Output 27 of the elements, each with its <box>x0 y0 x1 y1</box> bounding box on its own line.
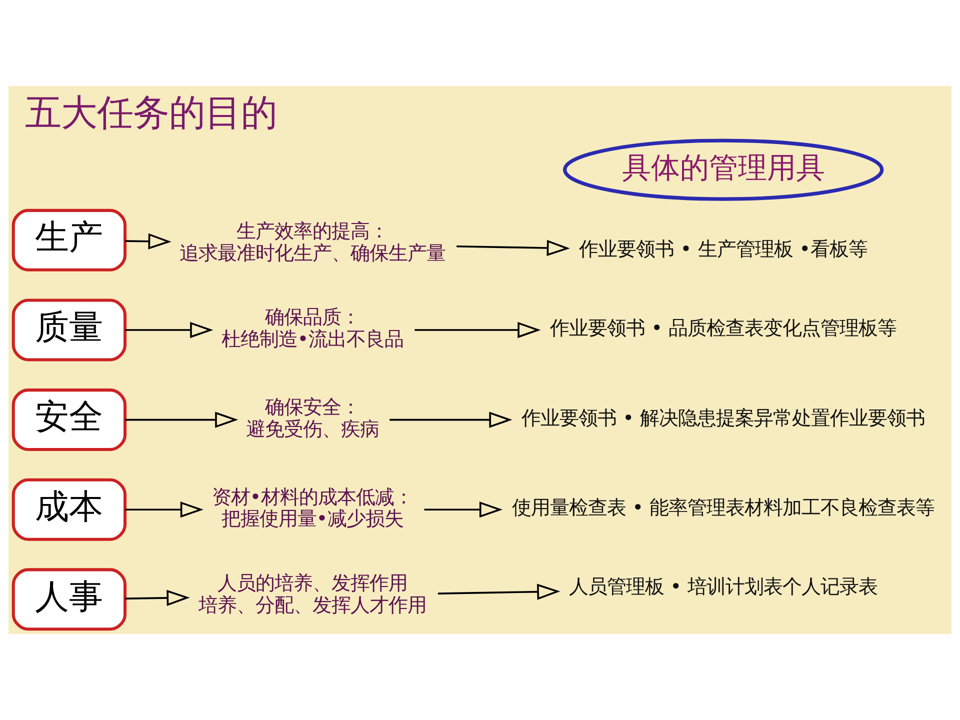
node-text: 作业要领书 • 解决隐患提案异常处置作业要领书 <box>521 406 926 430</box>
node-box: 生产 <box>12 208 127 272</box>
node-box: 质量 <box>12 298 127 362</box>
arrow <box>438 584 560 600</box>
node-text: 人员的培养、发挥作用 培养、分配、发挥人才作用 <box>198 571 427 616</box>
node-text: 生产效率的提高： 追求最准时化生产、确保生产量 <box>180 220 446 264</box>
node-box: 人事 <box>12 568 127 631</box>
arrow <box>125 590 190 606</box>
node-ellipse: 具体的管理用具 <box>562 138 884 201</box>
node-text: 使用量检查表 • 能率管理表材料加工不良检查表等 <box>512 496 935 520</box>
arrow <box>424 502 503 518</box>
arrow <box>456 240 570 256</box>
node-box: 成本 <box>12 478 127 541</box>
arrow <box>125 412 238 428</box>
arrow <box>125 502 204 518</box>
node-text: 确保安全： 避免受伤、疾病 <box>246 395 380 440</box>
arrow <box>125 322 214 338</box>
arrow <box>390 412 512 428</box>
diagram-title: 五大任务的目的 <box>25 90 278 134</box>
node-text: 人员管理板 • 培训计划表个人记录表 <box>568 575 878 598</box>
arrow <box>414 322 541 338</box>
node-text: 作业要领书 • 品质检查表变化点管理板等 <box>550 316 897 340</box>
node-box: 安全 <box>12 388 127 452</box>
node-text: 确保品质： 杜绝制造•流出不良品 <box>221 306 404 351</box>
node-text: 作业要领书 • 生产管理板 •看板等 <box>579 238 868 261</box>
node-text: 资材•材料的成本低减： 把握使用量•减少损失 <box>212 485 414 530</box>
arrow <box>125 233 172 250</box>
